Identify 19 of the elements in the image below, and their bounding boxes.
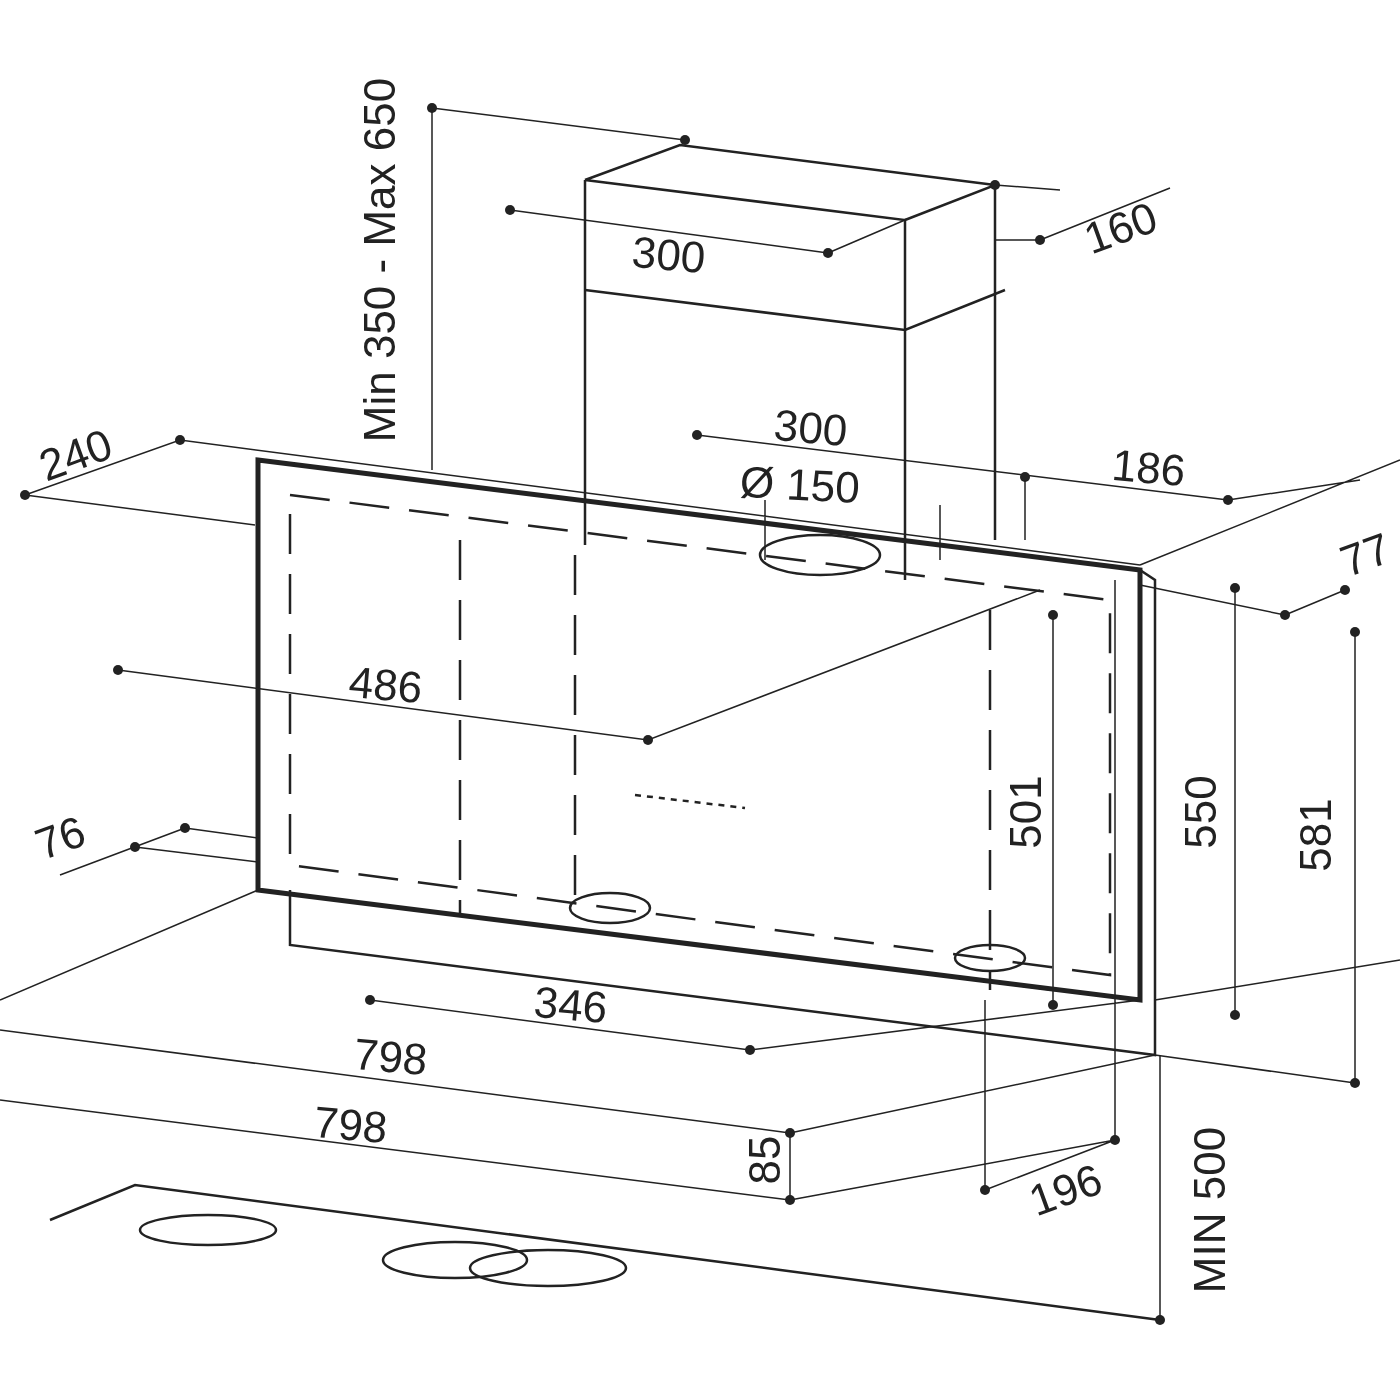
dimension-value: 85: [743, 1135, 787, 1185]
dimension-value: MIN 500: [1188, 1126, 1233, 1294]
dimension-value: Ø 150: [738, 459, 861, 511]
dimension-value: 486: [346, 659, 424, 711]
dimension-value: 798: [351, 1031, 429, 1083]
dimension-value: 76: [29, 808, 91, 868]
dimension-value: 581: [1293, 798, 1338, 872]
dimension-value: 550: [1178, 775, 1223, 849]
dimension-value: 240: [33, 421, 118, 489]
dimension-value: 186: [1109, 442, 1187, 494]
dimension-value: 300: [629, 229, 707, 281]
dimension-value: 77: [1334, 525, 1396, 585]
dimension-value: 346: [531, 979, 609, 1031]
dimension-value: 196: [1023, 1156, 1108, 1224]
dimension-value: Min 350 - Max 650: [358, 77, 403, 443]
dimension-value: 501: [1003, 775, 1048, 849]
dimension-value: 300: [771, 402, 849, 454]
dimension-value: 798: [311, 1099, 389, 1151]
dimension-value: 160: [1078, 194, 1163, 262]
